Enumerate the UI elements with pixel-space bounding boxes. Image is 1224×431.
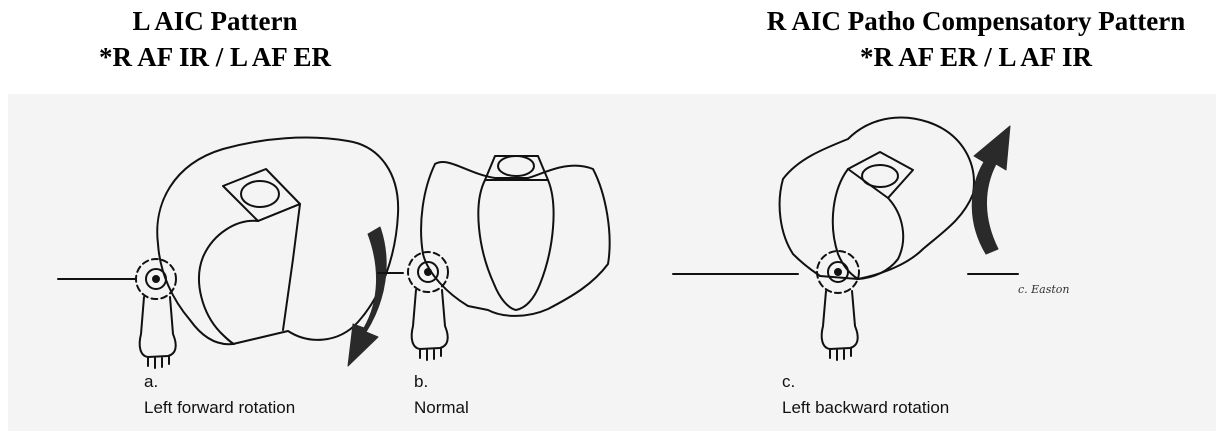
scanned-figure: c. Easton a. Left forward rotation b. No… <box>8 94 1216 431</box>
vertebra-b <box>498 156 534 176</box>
pelvis-c <box>780 117 974 360</box>
foot-c <box>822 291 858 349</box>
panel-c-caption: Left backward rotation <box>782 398 949 418</box>
title-left-line1: L AIC Pattern <box>45 3 385 39</box>
title-left: L AIC Pattern *R AF IR / L AF ER <box>45 3 385 75</box>
panel-b-caption: Normal <box>414 398 469 418</box>
panel-c-letter: c. <box>782 372 795 392</box>
title-right: R AIC Patho Compensatory Pattern *R AF E… <box>728 3 1224 75</box>
rotation-arrow-up <box>972 126 1010 254</box>
ilium-curve-a <box>199 221 258 344</box>
panel-b-letter: b. <box>414 372 428 392</box>
pelvic-inlet-b <box>478 180 553 310</box>
panel-a-caption: Left forward rotation <box>144 398 295 418</box>
sacral-edge-a <box>258 204 300 330</box>
vertebra-c <box>862 165 898 187</box>
sacrum-a <box>223 169 300 221</box>
foot-a <box>140 297 176 357</box>
panel-a-letter: a. <box>144 372 158 392</box>
sacrum-c <box>848 152 913 198</box>
pelvis-b <box>408 156 610 360</box>
foot-b <box>412 290 448 349</box>
title-right-line2: *R AF ER / L AF IR <box>728 39 1224 75</box>
pelvis-diagrams <box>8 94 1216 431</box>
rotation-arrow-down <box>348 227 386 366</box>
vertebra-a <box>241 181 279 207</box>
illustrator-signature: c. Easton <box>1018 280 1070 300</box>
title-right-line1: R AIC Patho Compensatory Pattern <box>728 3 1224 39</box>
title-left-line2: *R AF IR / L AF ER <box>45 39 385 75</box>
